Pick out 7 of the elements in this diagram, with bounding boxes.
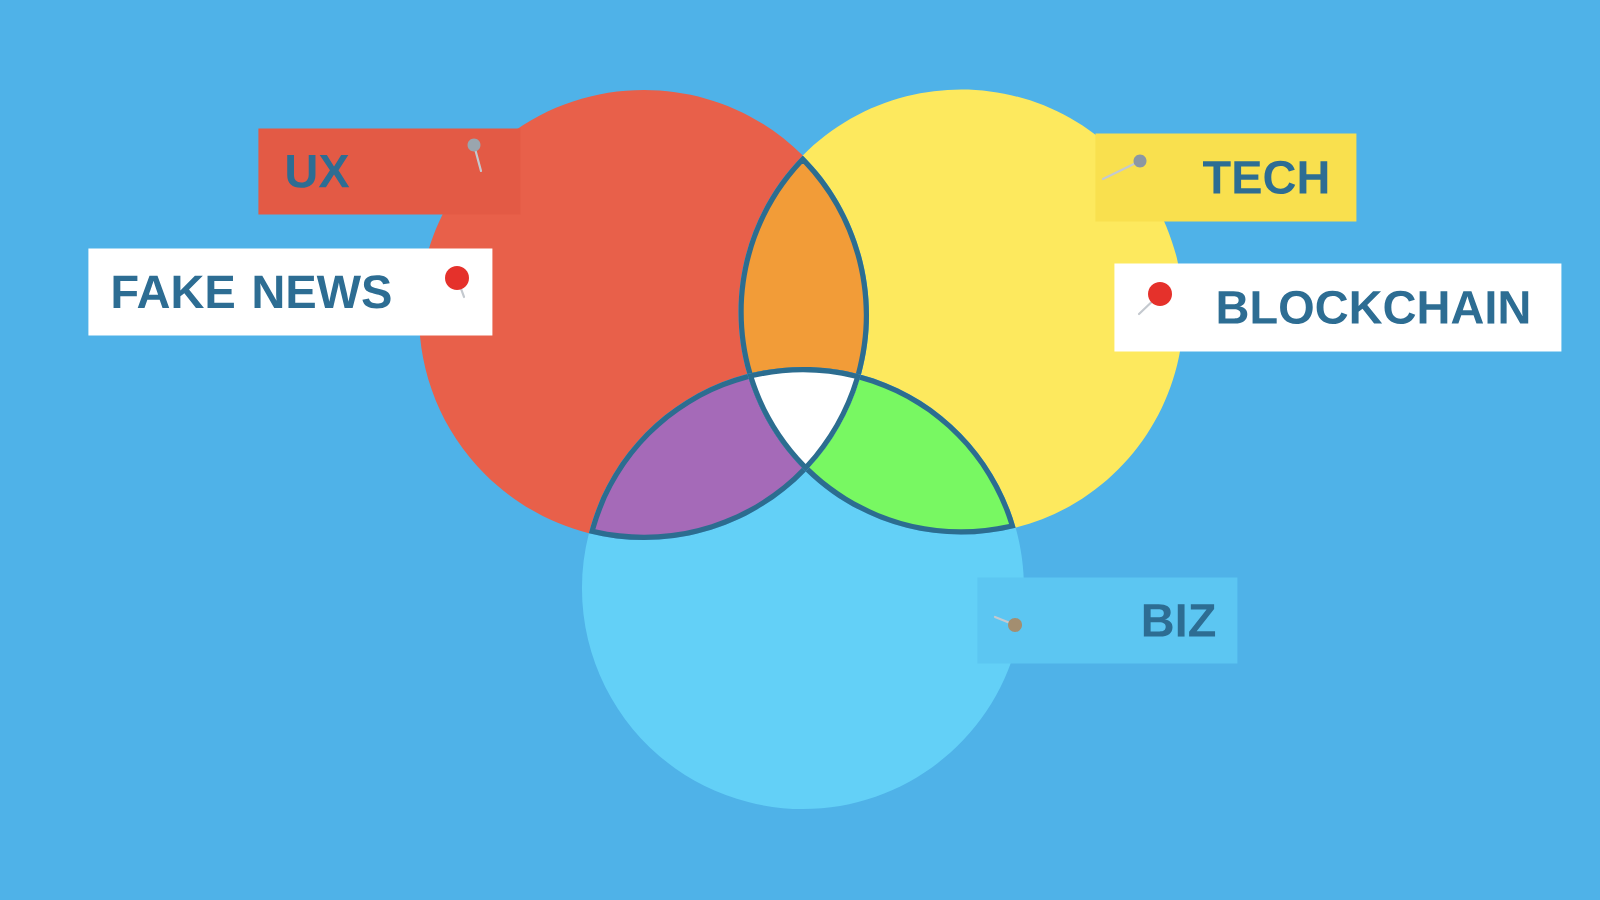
crescent-region [419,90,803,534]
label-card: BLOCKCHAIN [1114,263,1562,352]
label-card: TECH [1095,133,1357,222]
label-card: BIZ [977,577,1238,664]
label-card: FAKE NEWS [88,248,493,336]
crescent-region [582,471,1024,809]
label-card: UX [258,128,521,215]
